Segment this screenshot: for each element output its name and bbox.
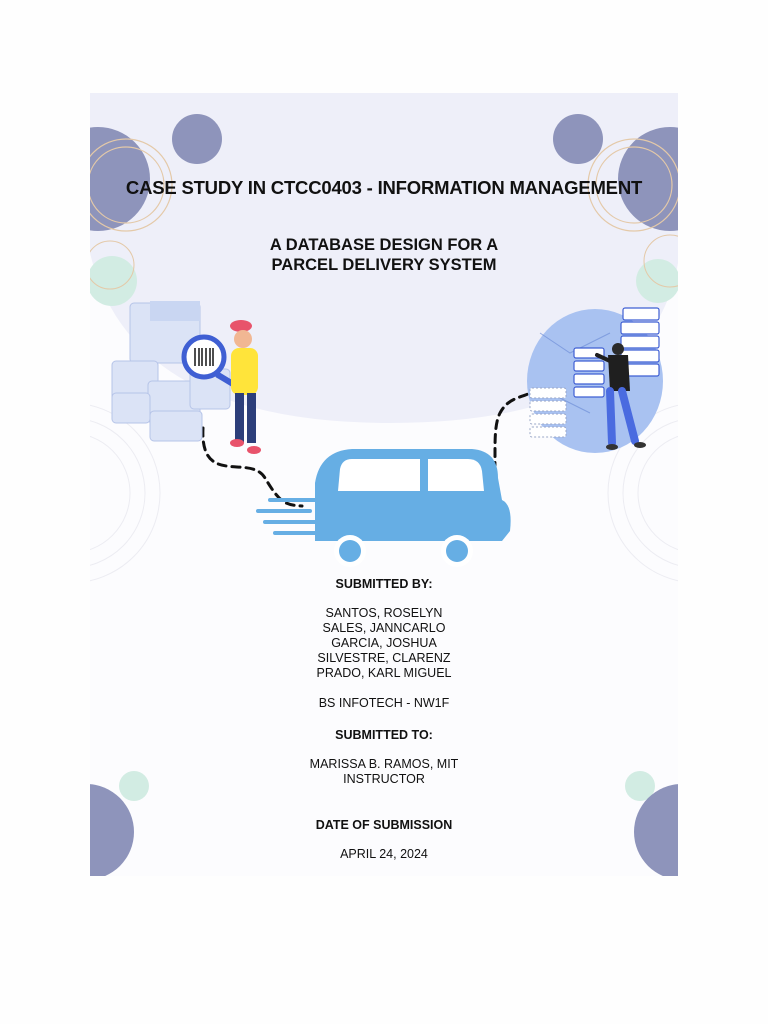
submission-date: APRIL 24, 2024 — [340, 847, 428, 861]
top-left-circles — [90, 114, 222, 306]
member-name: SILVESTRE, CLARENZ — [317, 651, 451, 665]
cover-decorations — [90, 93, 678, 876]
instructor-name: MARISSA B. RAMOS, MIT — [309, 757, 459, 771]
cover-page: CASE STUDY IN CTCC0403 - INFORMATION MAN… — [90, 93, 678, 876]
program-section: BS INFOTECH - NW1F — [318, 696, 450, 710]
faint-arc-decoration — [90, 404, 678, 582]
member-name: PRADO, KARL MIGUEL — [316, 666, 452, 680]
instructor-block: MARISSA B. RAMOS, MIT INSTRUCTOR — [90, 757, 678, 787]
main-title-line: A DATABASE DESIGN FOR A — [269, 236, 499, 254]
courier-person-illustration — [230, 320, 261, 454]
submitted-by-heading: SUBMITTED BY: — [335, 577, 433, 591]
instructor-title: INSTRUCTOR — [343, 772, 425, 786]
member-name: GARCIA, JOSHUA — [331, 636, 437, 650]
submitted-to-heading: SUBMITTED TO: — [335, 728, 433, 742]
main-title-line: PARCEL DELIVERY SYSTEM — [271, 256, 497, 274]
member-list: SANTOS, ROSELYN SALES, JANNCARLO GARCIA,… — [90, 606, 678, 681]
delivery-van-illustration — [256, 449, 511, 567]
member-name: SALES, JANNCARLO — [322, 621, 446, 635]
member-name: SANTOS, ROSELYN — [325, 606, 443, 620]
top-right-circles — [553, 114, 678, 303]
case-study-title: CASE STUDY IN CTCC0403 - INFORMATION MAN… — [125, 177, 643, 198]
document-main-title: A DATABASE DESIGN FOR A PARCEL DELIVERY … — [90, 235, 678, 275]
date-of-submission-heading: DATE OF SUBMISSION — [315, 818, 453, 832]
bottom-circles — [90, 771, 678, 876]
database-server-illustration — [527, 307, 663, 453]
